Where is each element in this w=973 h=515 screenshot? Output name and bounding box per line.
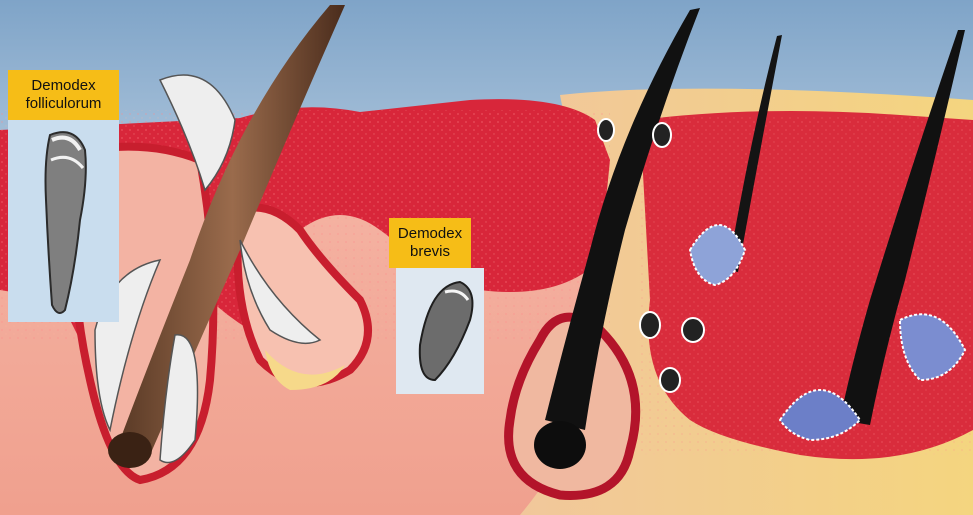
label-demodex-folliculorum: Demodex folliculorum (8, 70, 119, 120)
hair-bulb-brown (108, 432, 152, 468)
mite-1 (598, 119, 614, 141)
mite-5 (660, 368, 680, 392)
label-brevis-line2: brevis (395, 243, 465, 261)
label-folliculorum-line2: folliculorum (14, 95, 113, 113)
mite-4 (682, 318, 704, 342)
hair-bulb-center (534, 421, 586, 469)
label-folliculorum-line1: Demodex (14, 77, 113, 95)
label-demodex-brevis: Demodex brevis (389, 218, 471, 268)
mite-2 (653, 123, 671, 147)
mite-3 (640, 312, 660, 338)
label-brevis-line1: Demodex (395, 225, 465, 243)
